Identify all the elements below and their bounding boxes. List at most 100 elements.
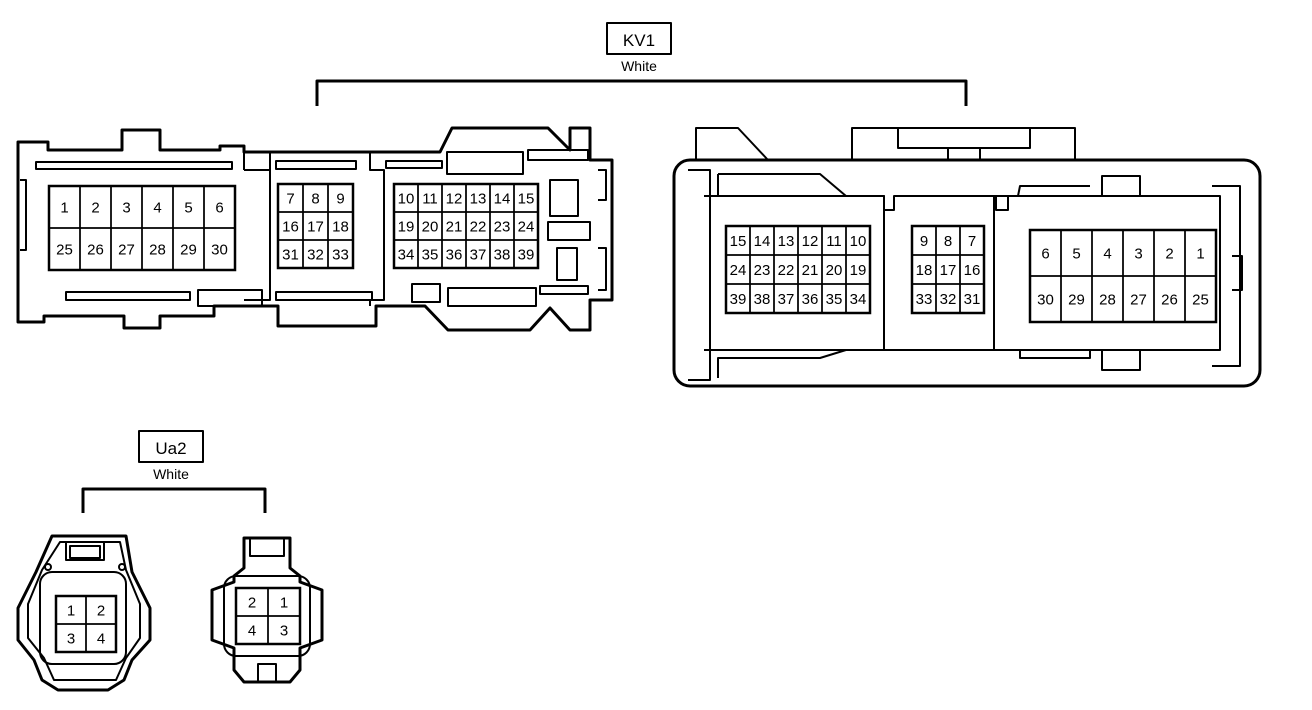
pin-number: 13 [470, 190, 487, 207]
pin-number: 1 [60, 199, 68, 216]
ua2-code-box [138, 430, 204, 463]
pin-number: 35 [422, 246, 439, 263]
pin-number: 22 [778, 262, 795, 279]
pin-number: 30 [1037, 291, 1054, 308]
ua2-male-connector [210, 536, 324, 684]
pin-number: 18 [332, 218, 349, 235]
pin-number: 15 [730, 233, 747, 250]
pin-number: 33 [916, 291, 933, 308]
pin-number: 2 [91, 199, 99, 216]
pin-number: 5 [1072, 245, 1080, 262]
pin-number: 33 [332, 246, 349, 263]
pin-number: 19 [850, 262, 867, 279]
pin-number: 15 [518, 190, 535, 207]
pin-number: 32 [307, 246, 324, 263]
pin-number: 4 [97, 630, 105, 647]
pin-number: 5 [184, 199, 192, 216]
pin-number: 22 [470, 218, 487, 235]
pin-number: 29 [180, 241, 197, 258]
pin-number: 18 [916, 262, 933, 279]
pin-number: 10 [850, 233, 867, 250]
pin-number: 4 [1103, 245, 1111, 262]
ua2-color-label: White [153, 466, 189, 482]
pin-number: 3 [122, 199, 130, 216]
pin-number: 23 [494, 218, 511, 235]
pin-number: 31 [282, 246, 299, 263]
pin-number: 11 [826, 233, 842, 250]
pin-number: 13 [778, 233, 795, 250]
pin-number: 19 [398, 218, 415, 235]
pin-number: 35 [826, 291, 843, 308]
pin-number: 28 [149, 241, 166, 258]
pin-number: 2 [97, 602, 105, 619]
pin-cell [203, 227, 236, 271]
pin-number: 34 [850, 291, 867, 308]
pin-number: 37 [470, 246, 487, 263]
pin-number: 1 [1196, 245, 1204, 262]
ua2-code-label: Ua2 [155, 439, 186, 458]
pin-number: 30 [211, 241, 228, 258]
pin-number: 17 [307, 218, 324, 235]
pin-number: 27 [1130, 291, 1147, 308]
pin-number: 38 [494, 246, 511, 263]
pin-number: 24 [730, 262, 747, 279]
pin-cell [327, 239, 354, 269]
pin-number: 4 [248, 622, 256, 639]
pin-number: 14 [494, 190, 511, 207]
pin-number: 36 [802, 291, 819, 308]
kv1-code-label: KV1 [623, 31, 655, 50]
pin-number: 14 [754, 233, 771, 250]
kv1-code-box [606, 22, 672, 55]
pin-number: 39 [730, 291, 747, 308]
pin-number: 4 [153, 199, 161, 216]
ua2-female-connector [16, 534, 152, 692]
pin-number: 9 [920, 233, 928, 250]
kv1-male-connector [672, 127, 1262, 388]
pin-number: 39 [518, 246, 535, 263]
pin-number: 26 [87, 241, 104, 258]
pin-number: 2 [248, 594, 256, 611]
pin-number: 28 [1099, 291, 1116, 308]
pin-number: 3 [1134, 245, 1142, 262]
pin-number: 2 [1165, 245, 1173, 262]
pin-number: 36 [446, 246, 463, 263]
pin-number: 1 [67, 602, 75, 619]
pin-number: 23 [754, 262, 771, 279]
pin-number: 25 [1192, 291, 1209, 308]
kv1-bracket [315, 79, 968, 106]
pin-number: 25 [56, 241, 73, 258]
pin-cell [85, 623, 117, 653]
ua2-male-pins: 2 1 4 3 [234, 586, 302, 646]
pin-number: 7 [968, 233, 976, 250]
pin-number: 37 [778, 291, 795, 308]
pin-number: 38 [754, 291, 771, 308]
pin-number: 16 [964, 262, 981, 279]
pin-number: 8 [311, 190, 319, 207]
pin-number: 16 [282, 218, 299, 235]
pin-number: 24 [518, 218, 535, 235]
pin-number: 26 [1161, 291, 1178, 308]
pin-number: 1 [280, 594, 288, 611]
pin-number: 27 [118, 241, 135, 258]
pin-number: 17 [940, 262, 957, 279]
pin-number: 20 [826, 262, 843, 279]
pin-number: 21 [446, 218, 463, 235]
pin-number: 6 [215, 199, 223, 216]
pin-number: 9 [336, 190, 344, 207]
pin-number: 6 [1041, 245, 1049, 262]
kv1-color-label: White [621, 58, 657, 74]
pin-number: 21 [802, 262, 819, 279]
pin-number: 3 [280, 622, 288, 639]
kv1-female-connector [16, 126, 614, 332]
pin-number: 7 [286, 190, 294, 207]
pin-number: 31 [964, 291, 981, 308]
pin-number: 34 [398, 246, 415, 263]
